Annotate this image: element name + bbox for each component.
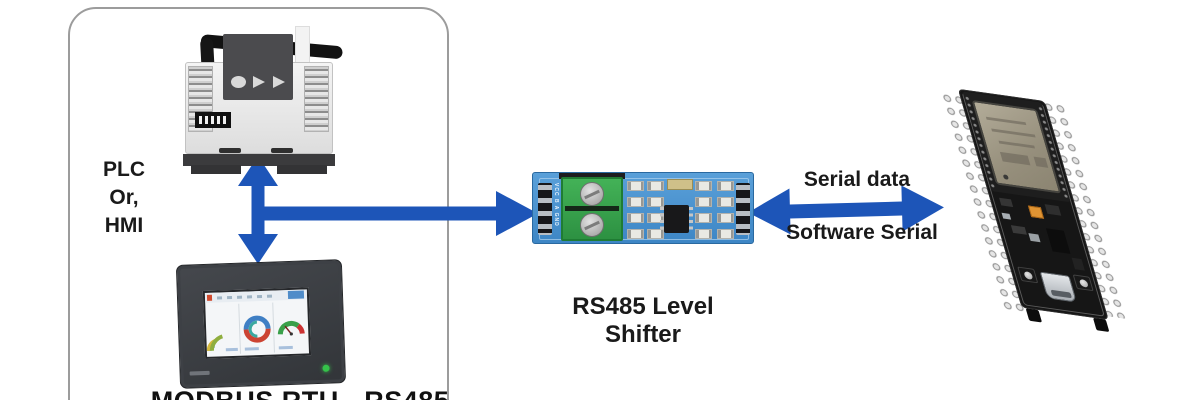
rs485-pin-header-right <box>736 183 750 235</box>
rs485-level-shifter-label: RS485 Level Shifter <box>572 293 714 348</box>
shield-etch-mark <box>999 151 1031 166</box>
smd-resistor <box>695 197 712 207</box>
rs485-module-image: VCC B A GND <box>532 172 754 244</box>
plc-foot <box>191 165 241 174</box>
smd-resistor <box>647 197 664 207</box>
max485-ic-chip <box>660 205 693 233</box>
terminal-screw <box>580 182 604 206</box>
rs485-screw-terminal <box>561 177 623 241</box>
plc-terminal-block-right <box>304 66 329 132</box>
smd-resistor <box>695 213 712 223</box>
rs485-pin-labels: VCC B A GND <box>553 183 559 227</box>
ic-pins <box>660 207 664 231</box>
smd-resistor <box>717 213 734 223</box>
shield-etch-mark <box>985 116 1027 126</box>
plc-button-triangle <box>273 76 285 88</box>
rs485-terminal-shadow <box>559 173 625 179</box>
hmi-brand-logo <box>189 370 210 376</box>
software-serial-label: Software Serial <box>786 221 938 244</box>
bus-to-shifter-arrow <box>253 191 538 236</box>
plc-label-line: Or, <box>109 186 139 209</box>
terminal-screw <box>580 213 604 237</box>
plc-vent-slot <box>271 148 293 153</box>
plc-foot <box>277 165 327 174</box>
smd-resistor-column <box>627 181 644 239</box>
smd-resistor <box>647 181 664 191</box>
shield-dot-mark <box>1002 174 1010 180</box>
smd-resistor <box>717 181 734 191</box>
terminal-divider <box>565 206 619 211</box>
usb-slot <box>1050 289 1073 299</box>
plc-display-digits <box>199 116 226 124</box>
shield-etch-mark <box>991 128 1036 138</box>
hmi-device-image <box>175 259 347 391</box>
plc-button-oval <box>231 76 246 88</box>
smd-resistor <box>695 229 712 239</box>
smd-resistor-column <box>647 181 664 239</box>
smd-resistor <box>627 229 644 239</box>
shifter-to-esp32-double-arrow <box>748 185 944 235</box>
plc-button-triangle <box>253 76 265 88</box>
plc-device-image <box>183 10 344 174</box>
smd-resistor <box>717 197 734 207</box>
plc-base <box>183 154 335 166</box>
plc-vent-slot <box>219 148 241 153</box>
shield-etch-mark <box>998 140 1036 149</box>
plc-label-line: PLC <box>103 158 145 181</box>
shield-etch-mark <box>1033 156 1049 168</box>
smd-resistor <box>627 213 644 223</box>
smd-resistor <box>627 181 644 191</box>
smd-capacitor <box>667 179 693 190</box>
rs485-pin-header-left <box>538 183 552 235</box>
modbus-rtu-label: MODBUS RTU - RS485 <box>100 386 500 400</box>
plc-front-panel <box>223 34 293 100</box>
plc-label-line: HMI <box>104 214 144 237</box>
serial-data-label: Serial data <box>803 168 911 191</box>
smd-resistor <box>647 229 664 239</box>
smd-resistor-column <box>717 181 734 239</box>
smd-resistor <box>717 229 734 239</box>
plc-or-hmi-label: PLC Or, HMI <box>76 156 172 240</box>
ic-pins <box>689 207 693 231</box>
smd-resistor-column <box>695 181 712 239</box>
smd-resistor <box>695 181 712 191</box>
smd-resistor <box>627 197 644 207</box>
hmi-screen <box>202 287 312 359</box>
hmi-dashboard-graphic <box>204 289 308 354</box>
esp32-component <box>1001 212 1012 220</box>
esp32-metal-shield <box>971 99 1062 194</box>
plc-display <box>195 112 231 128</box>
